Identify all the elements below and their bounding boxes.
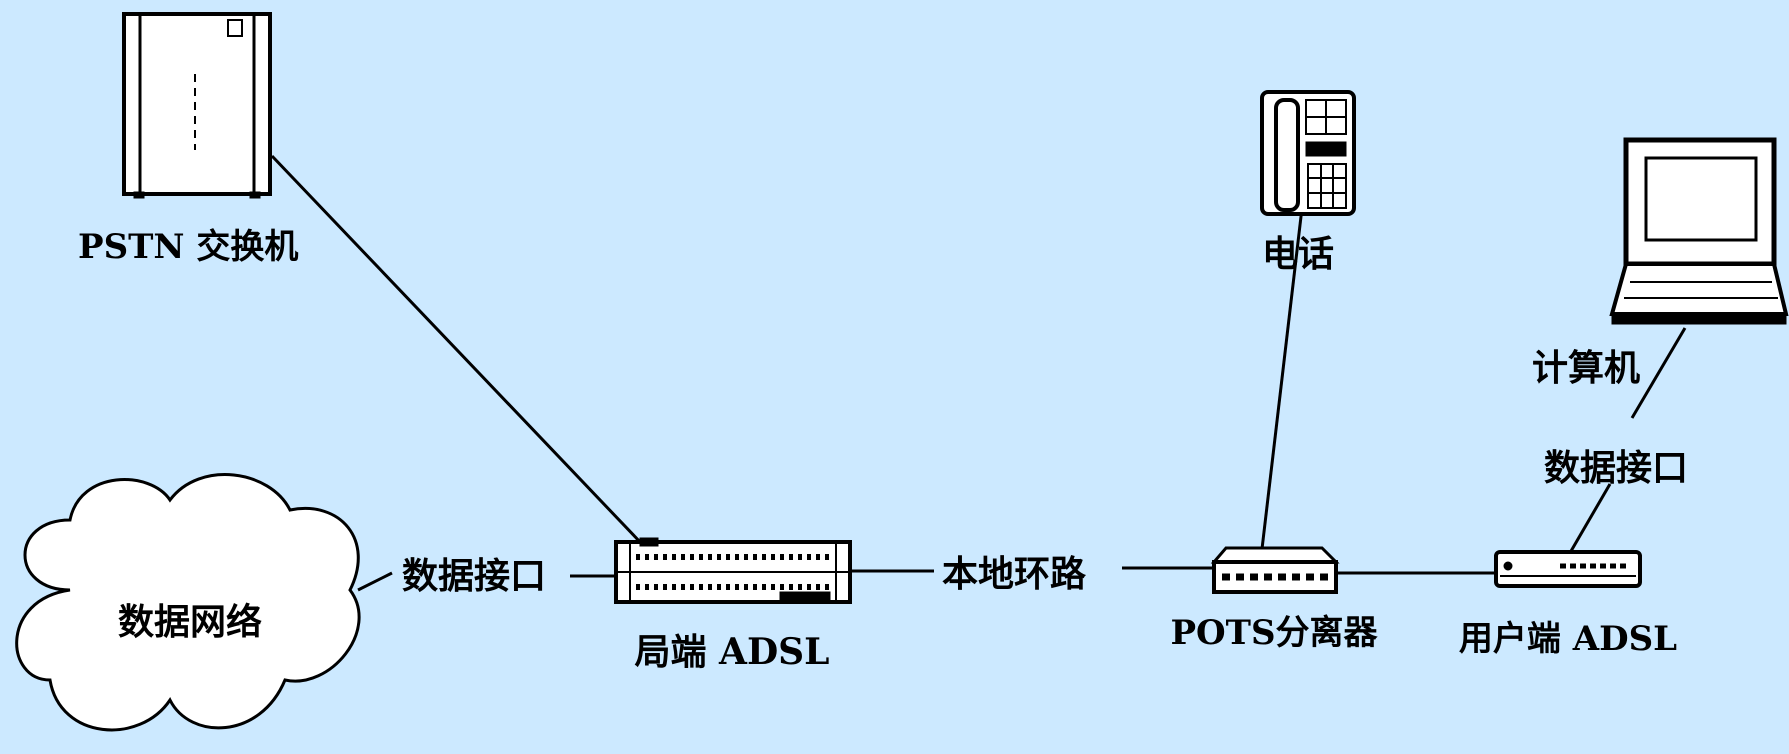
telephone-icon: [1260, 90, 1356, 216]
data-network-label: 数据网络: [118, 601, 262, 643]
data-interface-right-label: 数据接口: [1544, 447, 1688, 489]
pots-splitter-icon: [1210, 546, 1340, 594]
computer-label: 计算机: [1532, 347, 1640, 389]
connection-lines: [270, 154, 1687, 592]
central-adsl-label: 局端 ADSL: [635, 631, 830, 673]
computer-icon: [1609, 137, 1789, 325]
pstn-switch-icon: [122, 12, 272, 199]
pstn-to-central-line: [270, 154, 644, 546]
central-adsl-icon: [614, 537, 852, 604]
user-adsl-label: 用户端 ADSL: [1459, 619, 1677, 659]
pots-splitter-label: POTS分离器: [1170, 613, 1378, 653]
user-adsl-icon: [1494, 550, 1642, 588]
data-interface-left-label: 数据接口: [402, 555, 546, 597]
phone-line: [1260, 207, 1304, 550]
pstn-switch-label: PSTN 交换机: [78, 227, 298, 267]
computer-to-interface-line: [1630, 327, 1687, 419]
interface-to-user-adsl-line: [1565, 483, 1612, 559]
telephone-label: 电话: [1262, 233, 1334, 275]
data-network-cloud: [15, 473, 361, 732]
local-loop-label: 本地环路: [942, 553, 1087, 595]
diagram-labels: PSTN 交换机 数据网络 数据接口 局端 ADSL 本地环路 电话 POTS分…: [78, 227, 1688, 673]
network-to-interface-line: [357, 571, 393, 592]
